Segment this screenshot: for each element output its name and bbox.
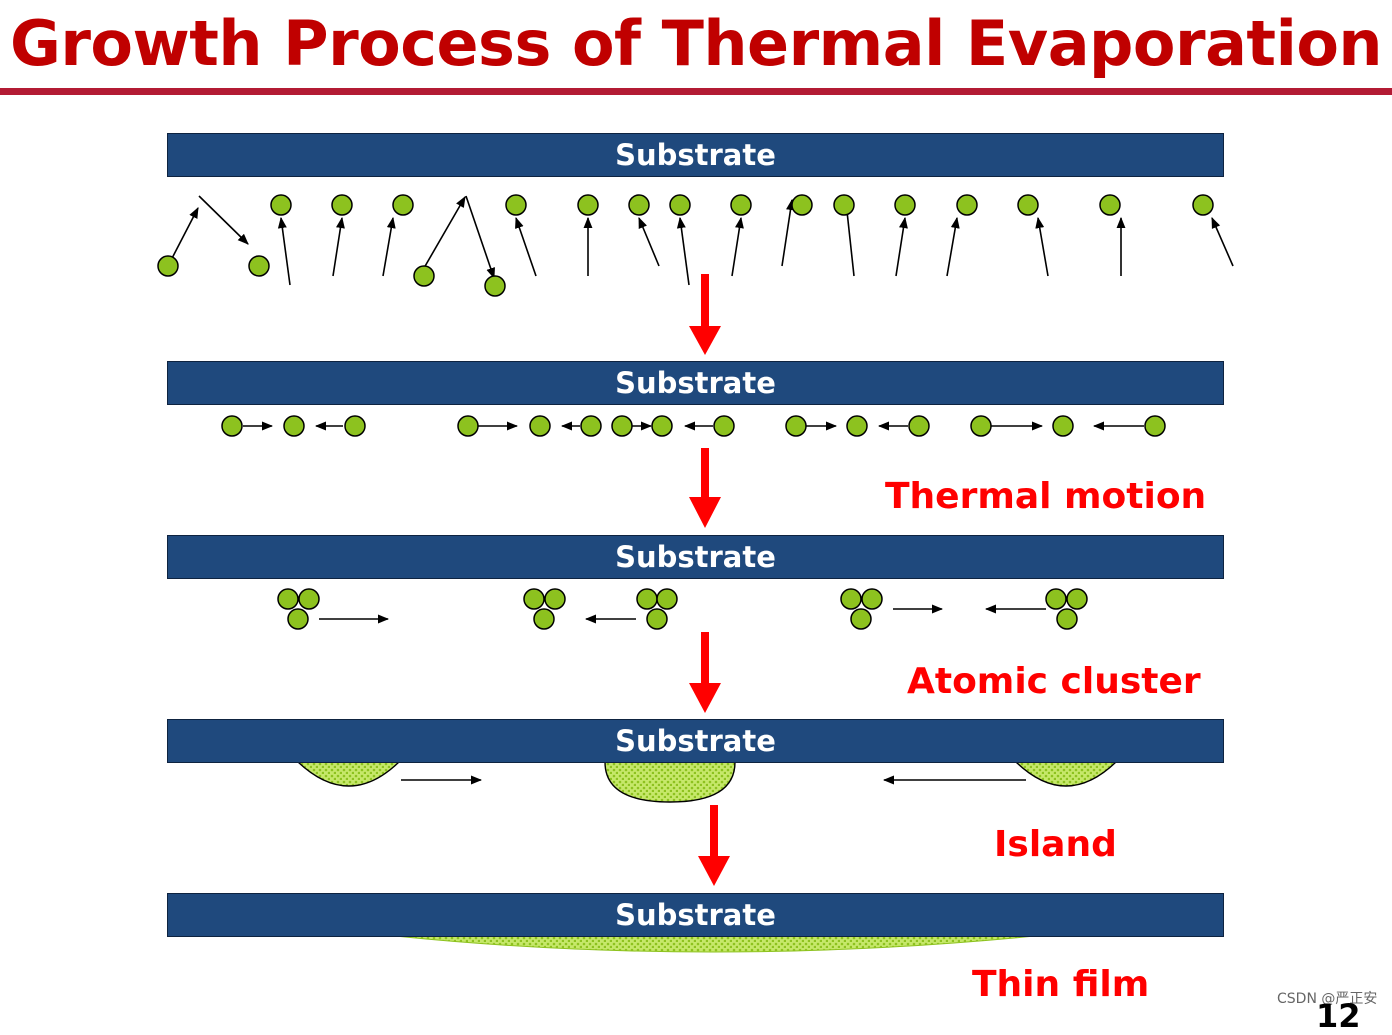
arriving-atoms (167, 195, 1234, 286)
label-thermal-motion: Thermal motion (885, 476, 1207, 517)
title-divider (0, 88, 1392, 95)
atomic-clusters (277, 588, 1088, 630)
process-arrows (689, 274, 730, 886)
label-atomic-cluster: Atomic cluster (907, 661, 1201, 702)
atoms-stage2 (221, 415, 1166, 437)
substrate-bar-4: Substrate (167, 719, 1224, 763)
label-island: Island (994, 824, 1117, 865)
cluster-arrows (319, 604, 1046, 624)
thin-film (394, 935, 1036, 953)
page-number: 12 (1316, 997, 1361, 1035)
islands (296, 761, 1118, 803)
watermark: CSDN @严正安 (1277, 991, 1378, 1007)
substrate-bar-5: Substrate (167, 893, 1224, 937)
slide-title: Growth Process of Thermal Evaporation (9, 7, 1383, 80)
label-thin-film: Thin film (972, 964, 1150, 1005)
substrate-bar-1: Substrate (167, 133, 1224, 177)
substrate-bar-3: Substrate (167, 535, 1224, 579)
substrate-bar-2: Substrate (167, 361, 1224, 405)
atoms-stage1 (157, 194, 1214, 297)
